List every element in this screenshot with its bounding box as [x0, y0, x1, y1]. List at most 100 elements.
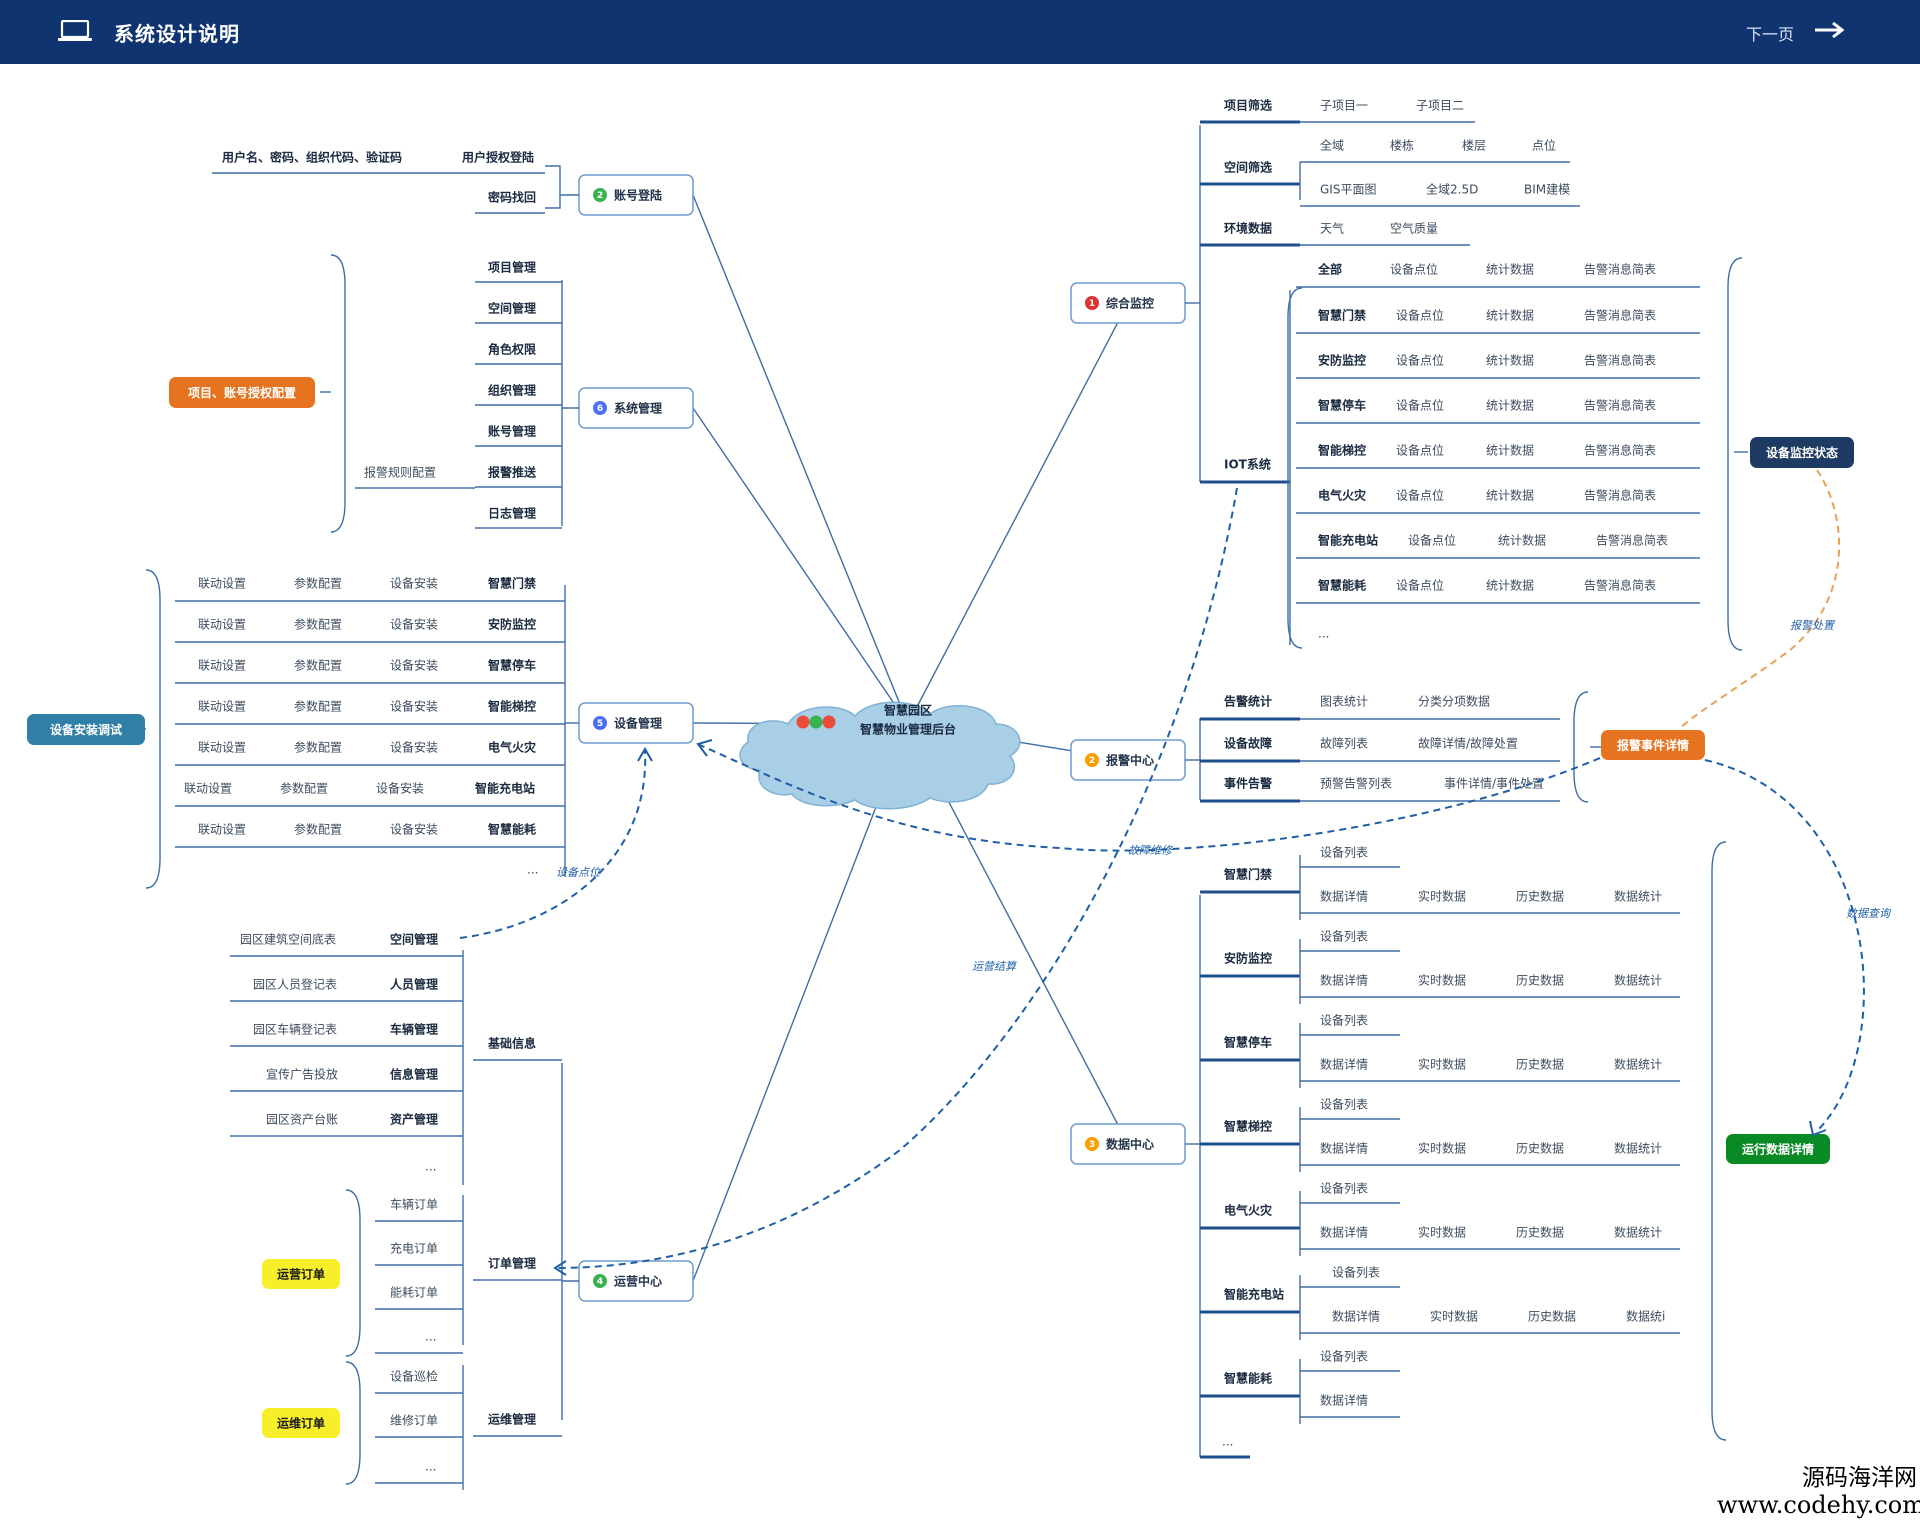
order-item: ... — [425, 1330, 436, 1344]
basic-row-source: 园区车辆登记表 — [253, 1022, 337, 1037]
center-cloud-shape — [739, 701, 1021, 810]
label-ops-settlement: 运营结算 — [972, 960, 1018, 973]
air-quality: 空气质量 — [1390, 221, 1438, 236]
basic-more: ... — [425, 1160, 436, 1174]
tag-ops-order-box — [262, 1259, 340, 1289]
data-item: 历史数据 — [1528, 1309, 1576, 1324]
iot-alarm-brief: 告警消息简表 — [1584, 443, 1656, 458]
data-item: 数据详情 — [1320, 1057, 1368, 1072]
node-data-center-label: 数据中心 — [1106, 1137, 1154, 1152]
system-item: 空间管理 — [488, 301, 536, 316]
iot-stats: 统计数据 — [1486, 398, 1534, 413]
label-fault-repair: 故障维修 — [1128, 844, 1174, 857]
system-brace — [330, 254, 346, 533]
basic-row-source: 园区人员登记表 — [253, 977, 337, 992]
data-item: 数据详情 — [1320, 1225, 1368, 1240]
data-item: 实时数据 — [1418, 973, 1466, 988]
iot-device-points: 设备点位 — [1396, 488, 1444, 503]
tag-maint-order[interactable]: 运维订单 — [262, 1408, 340, 1438]
system-item: 日志管理 — [488, 506, 536, 521]
iot-brace — [1287, 287, 1303, 649]
device-param-config: 参数配置 — [294, 740, 342, 755]
iot-system-name: 智慧能耗 — [1317, 578, 1366, 593]
node-system-number: 6 — [597, 404, 603, 414]
tag-alarm-detail-label: 报警事件详情 — [1617, 738, 1689, 753]
data-item: 历史数据 — [1516, 1141, 1564, 1156]
next-page-link[interactable]: 下一页 — [1746, 25, 1795, 44]
data-group-name: 智能充电站 — [1223, 1287, 1284, 1302]
device-link-setting: 联动设置 — [184, 782, 232, 796]
sub-project-1: 子项目一 — [1320, 99, 1368, 113]
data-item: 历史数据 — [1516, 973, 1564, 988]
device-more: ... — [527, 863, 538, 877]
tag-runtime-detail[interactable]: 运行数据详情 — [1726, 1134, 1830, 1164]
data-item: 数据统i — [1626, 1309, 1665, 1324]
device-install: 设备安装 — [390, 740, 438, 755]
tag-project-auth[interactable]: 项目、账号授权配置 — [169, 377, 315, 408]
node-monitor-label: 综合监控 — [1106, 296, 1154, 311]
system-item: 报警推送 — [488, 465, 537, 480]
device-param-config: 参数配置 — [294, 822, 342, 837]
laptop-icon — [58, 20, 92, 41]
label-device-point: 设备点位 — [556, 866, 601, 879]
iot-system-name: 智慧停车 — [1317, 398, 1366, 413]
maint-mgmt-label: 运维管理 — [488, 1412, 536, 1427]
node-account-login-label: 账号登陆 — [614, 188, 662, 203]
basic-row-module: 车辆管理 — [390, 1022, 438, 1037]
space-level: 全域 — [1320, 138, 1344, 153]
node-ops-label: 运营中心 — [614, 1274, 662, 1289]
device-link-setting: 联动设置 — [198, 659, 246, 673]
node-data-center-number-badge — [1085, 1137, 1099, 1151]
center-badge-icon — [809, 715, 823, 729]
basic-row-module: 人员管理 — [390, 977, 438, 992]
device-param-config: 参数配置 — [294, 576, 342, 591]
maint-item: 设备巡检 — [390, 1369, 438, 1384]
tag-alarm-detail[interactable]: 报警事件详情 — [1601, 730, 1705, 760]
center-link-3 — [692, 723, 909, 1282]
iot-device-points: 设备点位 — [1396, 353, 1444, 368]
iot-stats: 统计数据 — [1486, 308, 1534, 323]
alarm-row-detail: 分类分项数据 — [1418, 694, 1490, 709]
system-item: 账号管理 — [488, 424, 536, 439]
device-type: 智能充电站 — [474, 781, 535, 796]
tag-monitor-status[interactable]: 设备监控状态 — [1750, 437, 1854, 468]
basic-info-label: 基础信息 — [487, 1036, 536, 1051]
center-link-4 — [907, 302, 1129, 725]
watermark-url: www.codehy.com — [1717, 1491, 1920, 1519]
node-monitor-number-badge — [1085, 296, 1099, 310]
order-brace — [345, 1189, 361, 1357]
device-list: 设备列表 — [1332, 1266, 1380, 1280]
data-item: 数据统计 — [1614, 889, 1662, 904]
node-ops-number-badge — [593, 1274, 607, 1288]
data-group-name: 智慧停车 — [1223, 1035, 1272, 1050]
iot-alarm-brief: 告警消息简表 — [1584, 578, 1656, 593]
tag-ops-order[interactable]: 运营订单 — [262, 1259, 340, 1289]
device-link-setting: 联动设置 — [198, 577, 246, 591]
order-item: 车辆订单 — [390, 1197, 438, 1212]
device-install: 设备安装 — [390, 617, 438, 632]
device-list: 设备列表 — [1320, 846, 1368, 860]
space-filter-label: 空间筛选 — [1224, 160, 1272, 175]
page-title: 系统设计说明 — [114, 22, 240, 46]
device-list: 设备列表 — [1320, 1350, 1368, 1364]
device-link-setting: 联动设置 — [198, 741, 246, 755]
basic-row-module: 信息管理 — [390, 1067, 438, 1082]
maint-item: 维修订单 — [390, 1413, 438, 1428]
arrow-right-icon[interactable] — [1814, 22, 1844, 38]
auth-login-label: 用户授权登陆 — [461, 150, 534, 165]
node-system-number-badge — [593, 401, 607, 415]
device-type: 智慧能耗 — [487, 822, 536, 837]
alarm-rule-label: 报警规则配置 — [364, 465, 436, 480]
node-account-login-number-badge — [593, 188, 607, 202]
iot-system-name: 智慧门禁 — [1317, 308, 1366, 323]
center-link-1 — [692, 407, 909, 725]
tag-device-debug[interactable]: 设备安装调试 — [27, 714, 145, 745]
